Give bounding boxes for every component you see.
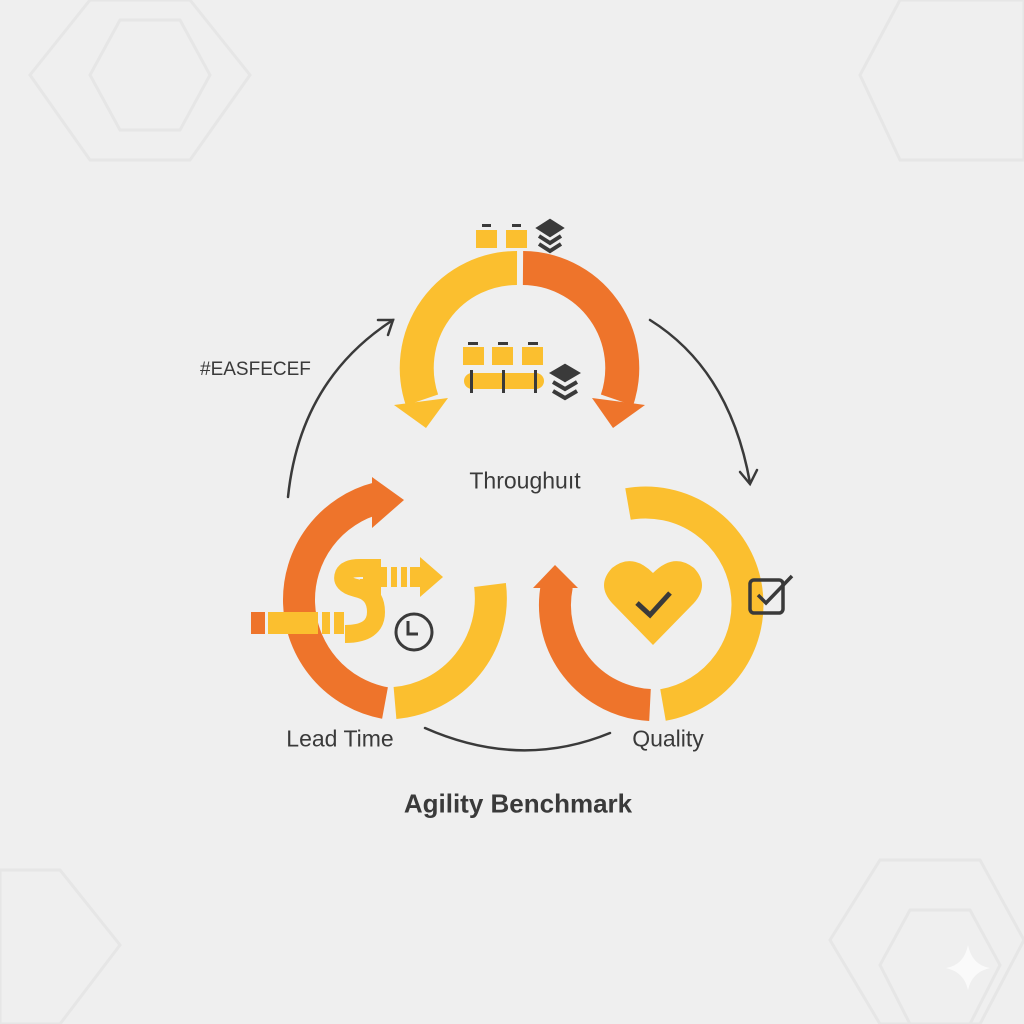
lead-time-orange-arrowhead <box>372 477 404 528</box>
quality-cycle <box>533 486 794 721</box>
quality-yellow-arc <box>625 486 764 721</box>
diagram-title: Agility Benchmark <box>403 788 633 819</box>
s-path-arrow-icon <box>251 557 443 643</box>
quality-label: Quality <box>632 725 704 752</box>
layers-icon <box>549 363 581 401</box>
throughput-yellow-arc <box>399 250 518 406</box>
sparkle-icon <box>946 945 990 990</box>
arrowhead-icon <box>738 468 759 487</box>
connector-arrows <box>286 318 759 752</box>
lead-time-yellow-arc <box>393 582 507 719</box>
throughput-label: Throughuıt <box>469 467 581 494</box>
layers-icon <box>535 218 565 254</box>
conveyor-boxes-icon <box>463 342 544 393</box>
throughput-orange-arc <box>522 251 640 406</box>
lead-time-cycle <box>251 477 507 719</box>
quality-orange-arc <box>539 581 652 721</box>
lead-time-label: Lead Time <box>286 725 394 752</box>
connector-lead-to-throughput <box>286 318 395 499</box>
checkbox-icon <box>748 574 794 615</box>
throughput-cycle <box>394 218 645 428</box>
heart-check-icon <box>604 561 702 645</box>
connector-quality-to-lead <box>423 726 612 752</box>
throughput-orange-arrowhead <box>592 398 645 428</box>
throughput-yellow-arrowhead <box>394 398 448 428</box>
quality-orange-arrowhead <box>533 565 578 588</box>
connector-throughput-to-quality <box>648 318 752 485</box>
arrowhead-icon <box>376 318 395 337</box>
boxes-icon <box>476 224 527 248</box>
hex-annotation: #EASFECEF <box>200 359 311 380</box>
clock-icon <box>394 612 434 652</box>
lead-time-orange-arc <box>283 482 389 719</box>
